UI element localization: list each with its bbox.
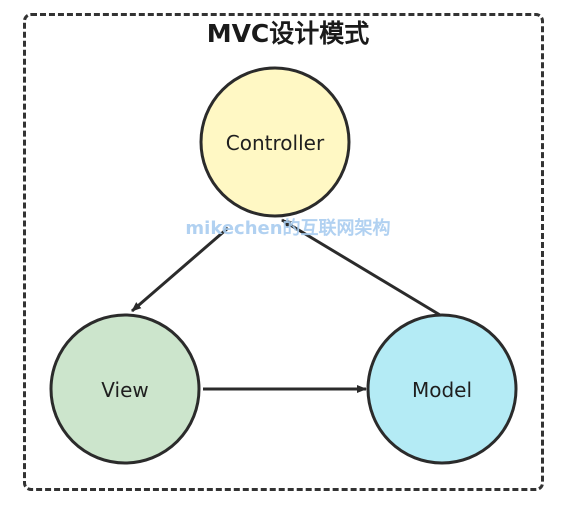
edge-controller-to-view [131, 226, 229, 313]
view-circle [49, 313, 201, 465]
model-label: Model [412, 378, 472, 402]
model-node: Model [366, 313, 518, 465]
view-node: View [49, 313, 201, 465]
controller-circle [199, 66, 351, 218]
controller-label: Controller [226, 131, 325, 155]
model-circle [366, 313, 518, 465]
edge-model-to-controller [281, 218, 441, 317]
watermark-text: mikechen的互联网架构 [185, 218, 391, 239]
view-label: View [101, 378, 148, 402]
diagram-title: MVC设计模式 [206, 19, 370, 48]
controller-node: Controller [199, 66, 351, 218]
dashed-frame [23, 13, 544, 491]
